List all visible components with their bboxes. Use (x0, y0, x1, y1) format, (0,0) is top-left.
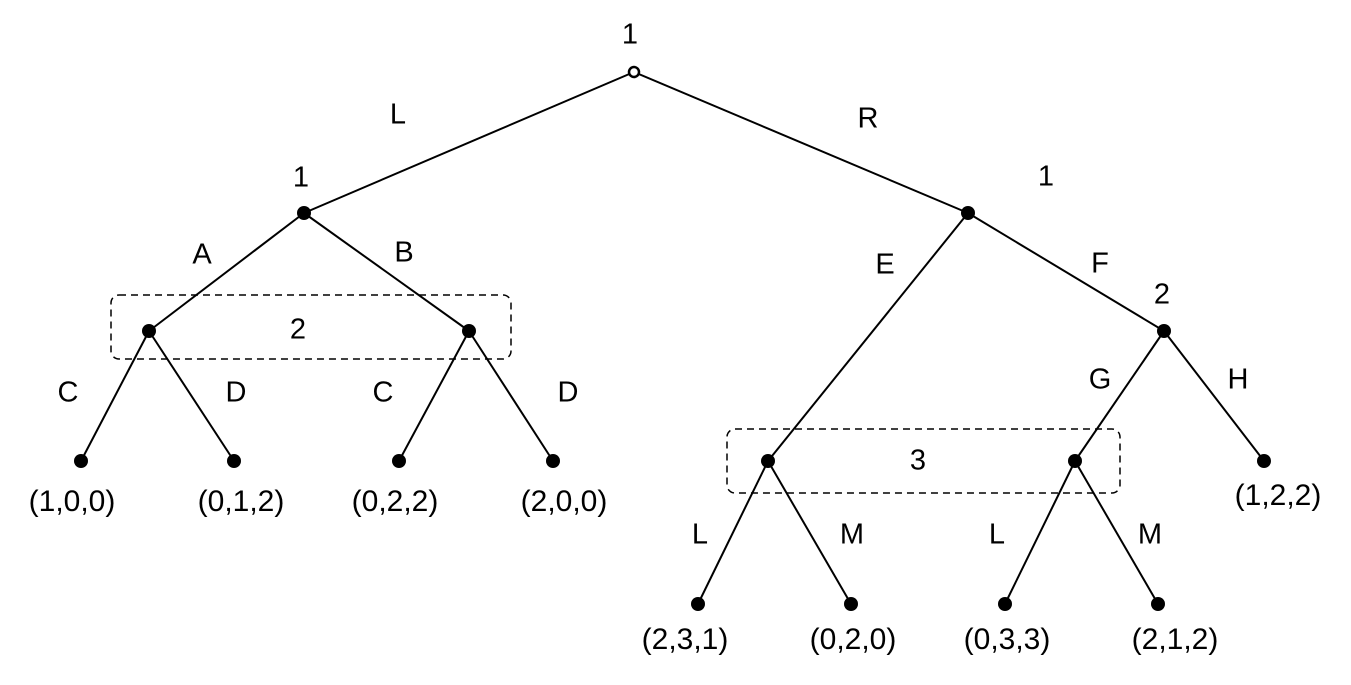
terminal-node (1151, 597, 1165, 611)
payoff-label: (1,2,2) (1235, 479, 1322, 512)
info-node-2-right (462, 324, 476, 338)
action-label-E: E (875, 249, 894, 281)
edge-left-L (697, 460, 769, 605)
action-label-A: A (192, 239, 212, 271)
payoff-label: (2,0,0) (521, 485, 608, 518)
action-label-C-right: C (373, 377, 394, 409)
edge-right-L (1004, 460, 1076, 605)
terminal-node (691, 597, 705, 611)
action-label-D-left: D (226, 377, 247, 409)
edge-root-L (303, 71, 635, 214)
payoff-label: (0,1,2) (198, 485, 285, 518)
edge-root-R (633, 71, 969, 214)
terminal-node (998, 597, 1012, 611)
edge-E (767, 212, 969, 462)
info-set-player-2 (110, 294, 512, 360)
payoff-label: (2,3,1) (642, 623, 729, 656)
edge-A (148, 212, 305, 332)
terminal-node (74, 454, 88, 468)
action-label-L-right: L (989, 519, 1005, 551)
info-set-player-3 (726, 428, 1121, 494)
action-label-R-root: R (858, 103, 879, 135)
action-label-H: H (1228, 364, 1249, 396)
action-label-L-root: L (390, 99, 406, 131)
nodes (74, 65, 1271, 611)
terminal-node (227, 454, 241, 468)
payoff-label: (0,2,2) (352, 485, 439, 518)
action-label-M-left: M (840, 519, 864, 551)
action-label-D-right: D (558, 377, 579, 409)
player-label-right: 1 (1038, 161, 1054, 193)
edge-H (1163, 330, 1265, 462)
action-label-B: B (394, 237, 413, 269)
edge-F (967, 212, 1165, 332)
edge-right-D (468, 330, 554, 462)
edge-left-C (80, 330, 150, 462)
info-node-2-left (142, 324, 156, 338)
decision-node-right (961, 206, 975, 220)
decision-node-left (297, 206, 311, 220)
player-label-info-set-2: 2 (290, 314, 306, 346)
edge-right-M (1074, 460, 1159, 605)
action-labels: L R A B C D C D E F G H L M L M (58, 99, 1249, 551)
decision-node-player2 (1157, 324, 1171, 338)
action-label-M-right: M (1138, 519, 1162, 551)
action-label-G: G (1089, 364, 1112, 396)
edge-right-C (398, 330, 470, 462)
edge-B (303, 212, 470, 332)
info-node-3-left (761, 454, 775, 468)
player-label-info-set-3: 3 (910, 445, 926, 477)
terminal-node (844, 597, 858, 611)
payoff-label: (1,0,0) (29, 485, 116, 518)
player-label-left: 1 (293, 162, 309, 194)
edge-left-M (767, 460, 852, 605)
player-label-root: 1 (622, 19, 638, 51)
player-label-node-2: 2 (1154, 279, 1170, 311)
action-label-L-left: L (692, 519, 708, 551)
root-node (627, 65, 641, 79)
edge-left-D (148, 330, 235, 462)
payoff-label: (2,1,2) (1132, 623, 1219, 656)
info-node-3-right (1068, 454, 1082, 468)
edge-G (1074, 330, 1165, 462)
terminal-node (1257, 454, 1271, 468)
edges (80, 71, 1265, 605)
terminal-node (546, 454, 560, 468)
payoff-label: (0,2,0) (810, 623, 897, 656)
terminal-node (392, 454, 406, 468)
payoffs: (1,0,0) (0,1,2) (0,2,2) (2,0,0) (1,2,2) … (29, 479, 1322, 656)
action-label-C-left: C (58, 377, 79, 409)
player-labels: 1 1 1 2 2 3 (290, 19, 1170, 477)
action-label-F: F (1091, 248, 1109, 280)
payoff-label: (0,3,3) (964, 623, 1051, 656)
